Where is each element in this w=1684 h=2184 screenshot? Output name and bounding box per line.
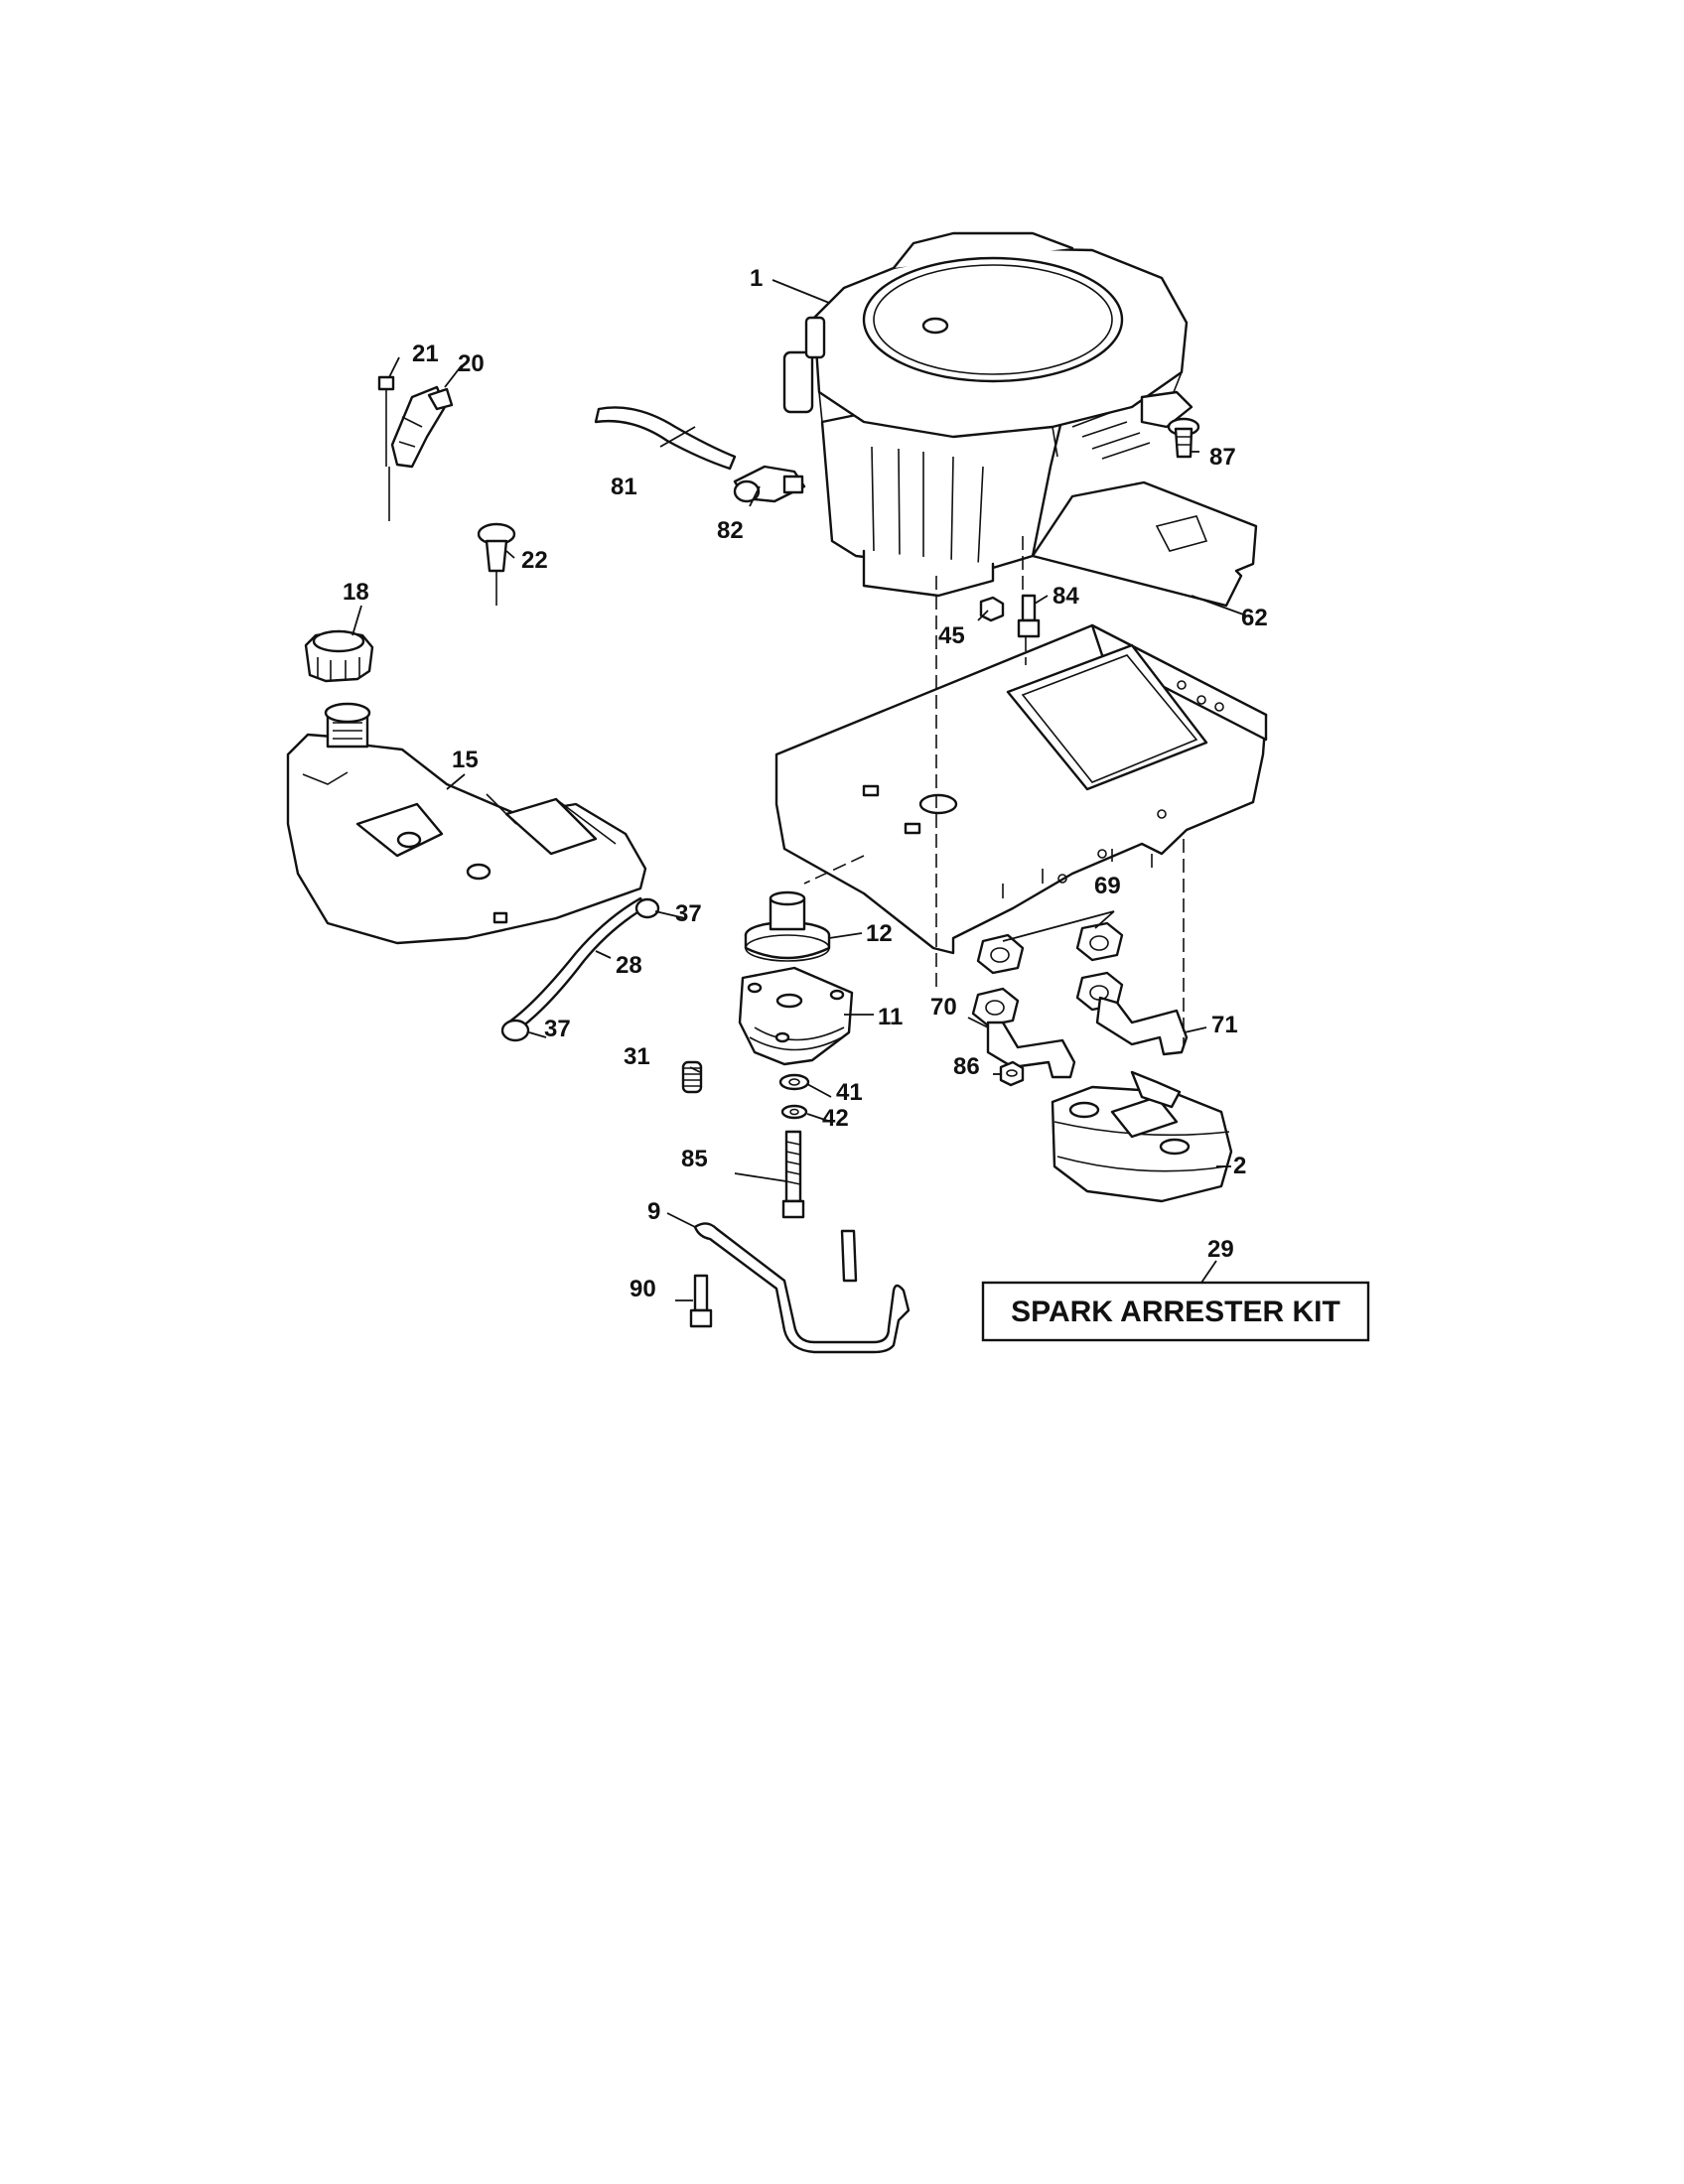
- callout-37-bottom: 37: [544, 1016, 571, 1042]
- callout-42: 42: [822, 1105, 849, 1132]
- bolt: [1017, 594, 1041, 638]
- bolt: [781, 1130, 805, 1219]
- pulley: [744, 890, 831, 962]
- fuel-shutoff-valve: [733, 465, 806, 503]
- exhaust-gasket: [971, 921, 1124, 1027]
- chassis-frame: [774, 623, 1268, 955]
- callout-81: 81: [611, 474, 637, 500]
- callout-41: 41: [836, 1079, 863, 1106]
- callout-45: 45: [938, 622, 965, 649]
- callout-1: 1: [750, 265, 763, 292]
- spark-arrester-kit-label: SPARK ARRESTER KIT: [981, 1281, 1370, 1342]
- spring: [681, 1060, 703, 1094]
- callout-85: 85: [681, 1146, 708, 1172]
- screw: [377, 375, 395, 521]
- callout-90: 90: [630, 1276, 656, 1302]
- bolt: [689, 1274, 713, 1328]
- fuel-cap: [304, 629, 374, 683]
- callout-labels: 1 2 9 11 12 15 18 20 21 22 28 29 31 37 3…: [343, 265, 1268, 1302]
- callout-21: 21: [412, 341, 439, 367]
- kit-label-text: SPARK ARRESTER KIT: [1011, 1296, 1340, 1328]
- washer: [778, 1073, 810, 1120]
- bolt: [1167, 417, 1200, 459]
- muffler: [1051, 1070, 1233, 1203]
- callout-84: 84: [1052, 583, 1079, 610]
- callout-62: 62: [1241, 605, 1268, 631]
- callout-37-top: 37: [675, 900, 702, 927]
- pto-clutch: [738, 966, 854, 1066]
- heat-shield: [1031, 480, 1258, 608]
- callout-87: 87: [1209, 444, 1236, 471]
- callout-28: 28: [616, 952, 642, 979]
- nut: [999, 1060, 1025, 1087]
- hose-clamp: [500, 897, 660, 1042]
- callout-29: 29: [1207, 1236, 1234, 1263]
- callout-71: 71: [1211, 1012, 1238, 1038]
- callout-15: 15: [452, 747, 479, 773]
- fuel-tank: [286, 702, 647, 945]
- callout-20: 20: [458, 350, 485, 377]
- callout-70: 70: [930, 994, 957, 1021]
- callout-22: 22: [521, 547, 548, 574]
- callout-18: 18: [343, 579, 369, 606]
- callout-12: 12: [866, 920, 893, 947]
- oil-plug: [477, 522, 516, 606]
- nut: [979, 596, 1005, 622]
- callout-11: 11: [878, 1004, 903, 1030]
- engine: [782, 231, 1193, 598]
- callout-69: 69: [1094, 873, 1121, 899]
- callout-86: 86: [953, 1053, 980, 1080]
- callout-9: 9: [647, 1198, 660, 1225]
- throttle-bracket: [390, 385, 454, 469]
- leader-lines: [351, 279, 1247, 1301]
- callout-2: 2: [1233, 1153, 1246, 1179]
- callout-31: 31: [624, 1043, 650, 1070]
- callout-82: 82: [717, 517, 744, 544]
- assembly-lines: [803, 536, 1185, 1047]
- belt-guide-rod: [693, 1222, 911, 1354]
- fuel-line: [594, 406, 737, 471]
